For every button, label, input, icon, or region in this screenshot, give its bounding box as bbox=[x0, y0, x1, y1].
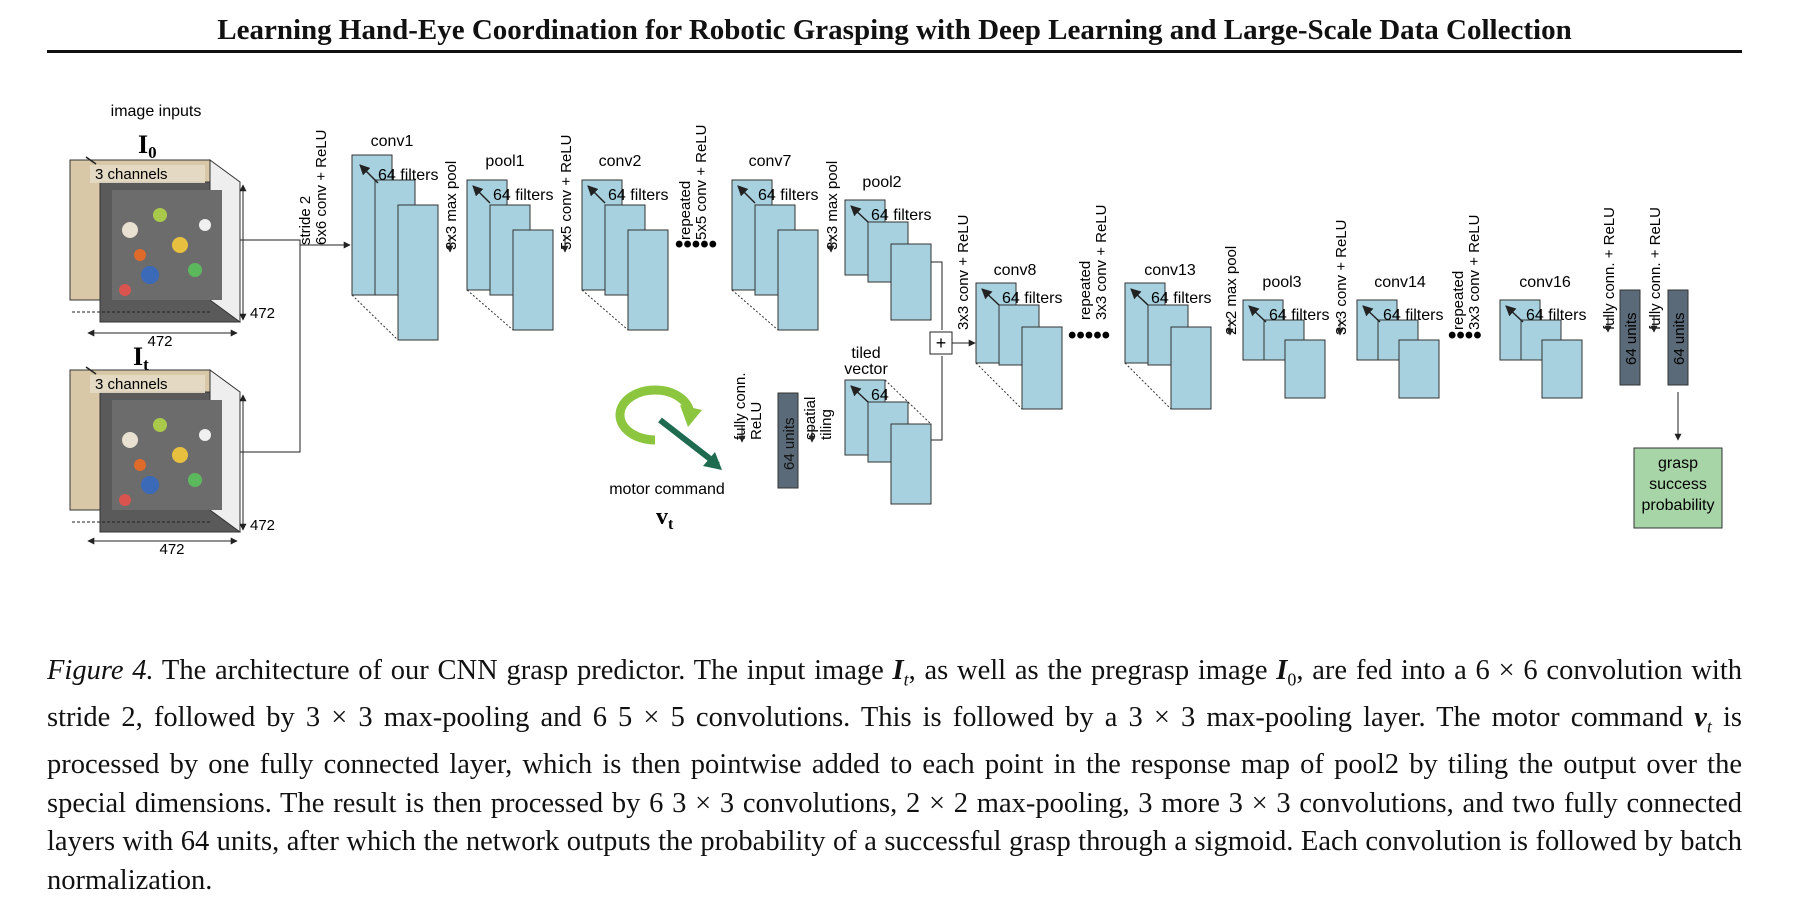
conv5-label: 5x5 conv + ReLU bbox=[558, 135, 575, 250]
conv13-block: 64 filters bbox=[1124, 282, 1212, 410]
conv2-filters: 64 filters bbox=[608, 187, 668, 204]
pool2-block: 64 filters bbox=[844, 199, 932, 321]
fc-motor-label: fully conn.ReLU bbox=[732, 372, 765, 440]
caption-sym-i0: I0 bbox=[1276, 655, 1297, 690]
maxpool2-label: 2x2 max pool bbox=[1223, 246, 1240, 335]
pool1-label: pool1 bbox=[485, 153, 524, 170]
page-header: Learning Hand-Eye Coordination for Robot… bbox=[47, 10, 1742, 53]
motor-command-label: motor command bbox=[609, 481, 725, 498]
architecture-figure: image inputs I0 3 channels 472 472 It bbox=[69, 103, 1723, 558]
maxpool-label-1: 3x3 max pool bbox=[443, 161, 460, 250]
conv14-label: conv14 bbox=[1374, 274, 1426, 291]
conv8-label: conv8 bbox=[994, 262, 1037, 279]
vt-symbol: vt bbox=[656, 504, 674, 533]
maxpool-label-2: 3x3 max pool bbox=[824, 161, 841, 250]
caption-lead: Figure 4. bbox=[47, 655, 154, 686]
conv8-filters: 64 filters bbox=[1002, 290, 1062, 307]
tiled-vector-64: 64 bbox=[871, 387, 889, 404]
it-width-label: 472 bbox=[159, 541, 184, 558]
plus-symbol: + bbox=[936, 333, 947, 353]
repeated3-label-b: repeated3x3 conv + ReLU bbox=[1450, 215, 1483, 330]
channels-label-it: 3 channels bbox=[95, 376, 168, 393]
spatial-tiling-label: spatialtiling bbox=[802, 397, 835, 440]
repeated5-label: repeated5x5 conv + ReLU bbox=[677, 125, 710, 240]
it-symbol: It bbox=[133, 342, 149, 374]
pool2-filters: 64 filters bbox=[871, 207, 931, 224]
channels-label-i0: 3 channels bbox=[95, 166, 168, 183]
conv3-label-1: 3x3 conv + ReLU bbox=[955, 215, 972, 330]
fc1-units-label: 64 units bbox=[1623, 312, 1640, 365]
paper-title: Learning Hand-Eye Coordination for Robot… bbox=[217, 14, 1572, 46]
caption-text-3: , are fed into a 6 × 6 convolution with … bbox=[47, 655, 1743, 734]
pool1-block: 64 filters bbox=[466, 179, 554, 331]
i0-height-label: 472 bbox=[250, 305, 275, 322]
image-inputs-label: image inputs bbox=[111, 103, 202, 120]
conv16-label: conv16 bbox=[1519, 274, 1571, 291]
i0-width-label: 472 bbox=[147, 333, 172, 350]
output-box bbox=[1633, 447, 1723, 529]
conv1-label: conv1 bbox=[371, 133, 414, 150]
fc2-label: fully conn. + ReLU bbox=[1647, 207, 1664, 330]
conv2-label: conv2 bbox=[599, 153, 642, 170]
input-image-it: 3 channels 472 472 bbox=[69, 366, 275, 558]
conv7-block: 64 filters bbox=[731, 179, 819, 331]
caption-sym-vt: vt bbox=[1694, 702, 1712, 737]
motor-command-icon bbox=[615, 385, 722, 470]
repeat-dots-1: ••••• bbox=[675, 231, 717, 258]
conv8-block: 64 filters bbox=[975, 282, 1063, 410]
pool2-label: pool2 bbox=[862, 174, 901, 191]
it-height-label: 472 bbox=[250, 517, 275, 534]
caption-text-4: is processed by one fully connected laye… bbox=[47, 702, 1742, 896]
pool3-filters: 64 filters bbox=[1269, 307, 1329, 324]
pool3-block: 64 filters bbox=[1242, 299, 1329, 399]
repeat-dots-3: •••• bbox=[1448, 322, 1482, 349]
caption-text-2: , as well as the pregrasp image bbox=[908, 655, 1277, 686]
conv2-block: 64 filters bbox=[581, 179, 669, 331]
conv13-filters: 64 filters bbox=[1151, 290, 1211, 307]
fc1-units bbox=[1619, 289, 1641, 386]
conv3-label-2: 3x3 conv + ReLU bbox=[1333, 220, 1350, 335]
conv1-filters: 64 filters bbox=[378, 167, 438, 184]
conv1-block: 64 filters bbox=[351, 154, 439, 341]
conv13-label: conv13 bbox=[1144, 262, 1196, 279]
conv14-filters: 64 filters bbox=[1383, 307, 1443, 324]
conv16-filters: 64 filters bbox=[1526, 307, 1586, 324]
fc-motor-units bbox=[777, 392, 799, 489]
repeated3-label-a: repeated3x3 conv + ReLU bbox=[1077, 205, 1110, 320]
pool3-label: pool3 bbox=[1262, 274, 1301, 291]
conv7-filters: 64 filters bbox=[758, 187, 818, 204]
conv16-block: 64 filters bbox=[1499, 299, 1586, 399]
fc2-units bbox=[1667, 289, 1689, 386]
tiled-vector-block: 64 bbox=[844, 379, 932, 505]
pool1-filters: 64 filters bbox=[493, 187, 553, 204]
fc-motor-units-label: 64 units bbox=[781, 417, 798, 470]
figure-caption: Figure 4. The architecture of our CNN gr… bbox=[47, 652, 1742, 900]
stride-conv-label: stride 26x6 conv + ReLU bbox=[297, 130, 330, 245]
conv7-label: conv7 bbox=[749, 153, 792, 170]
caption-sym-it: It bbox=[892, 655, 909, 690]
caption-text-1: The architecture of our CNN grasp predic… bbox=[153, 655, 893, 686]
fc2-units-label: 64 units bbox=[1671, 312, 1688, 365]
i0-symbol: I0 bbox=[138, 130, 157, 162]
fc1-label: fully conn. + ReLU bbox=[1601, 207, 1618, 330]
input-image-i0: 3 channels 472 472 bbox=[69, 156, 275, 350]
repeat-dots-2: ••••• bbox=[1068, 322, 1110, 349]
conv14-block: 64 filters bbox=[1356, 299, 1443, 399]
